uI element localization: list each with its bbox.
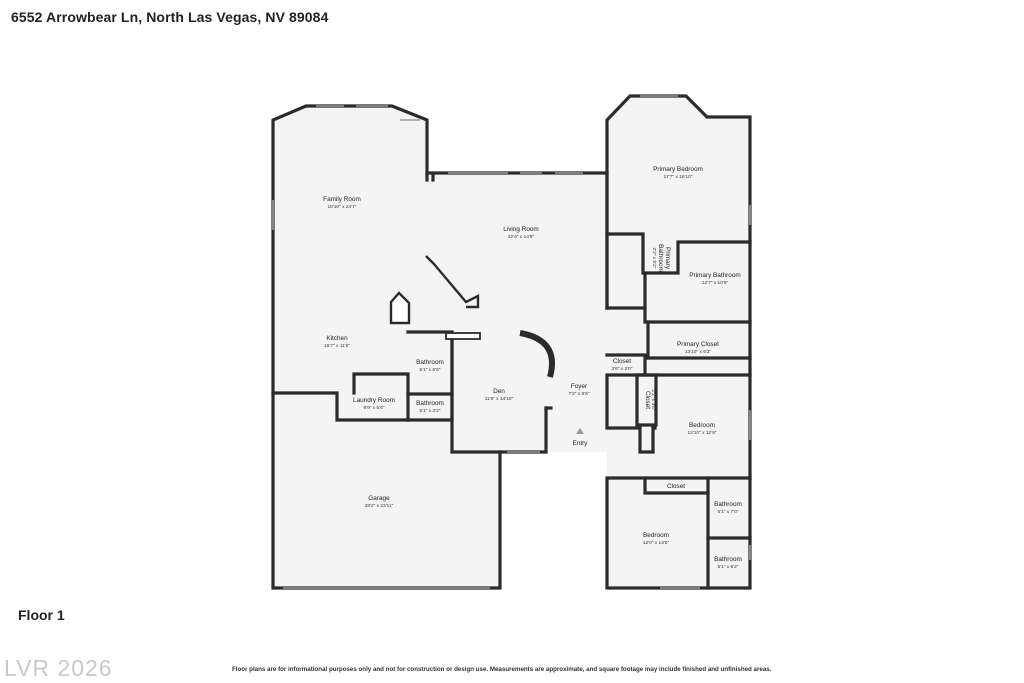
kitchen-label: Kitchen — [326, 335, 348, 342]
den-walls — [450, 336, 548, 454]
bathroom-a-label: Bathroom — [416, 359, 444, 366]
property-address: 6552 Arrowbear Ln, North Las Vegas, NV 8… — [11, 9, 329, 25]
bathroom-a-dims: 5'1" x 6'6" — [420, 367, 441, 373]
garage-north-wall — [271, 391, 410, 422]
den-dims: 11'8" x 14'10" — [485, 396, 514, 402]
living-angled-wall — [425, 255, 480, 309]
laundry-room-dims: 8'9" x 5'6" — [364, 405, 385, 411]
primary-bedroom-label: Primary Bedroom — [653, 166, 703, 173]
family-room-dims: 18'10" x 24'7" — [328, 204, 357, 210]
bathroom-b-label: Bathroom — [416, 400, 444, 407]
kitchen-dims: 16'7" x 11'6" — [324, 343, 350, 349]
primary-bath-inner — [643, 274, 752, 324]
den-curved-wall — [519, 330, 555, 378]
primary-bathroom-label: Primary Bathroom — [689, 272, 741, 279]
bathroom-b-dims: 5'1" x 3'2" — [420, 408, 441, 414]
garage-label: Garage — [368, 495, 390, 502]
primary-bath-walls — [605, 232, 752, 275]
bedroom-b-dims: 12'0" x 13'6" — [643, 540, 670, 546]
living-room-dims: 22'4" x 14'9" — [508, 234, 535, 240]
closet-vertical-name: Closet — [644, 391, 651, 409]
primary-bath-small-label-group: Primary Bathroom 2'2" x 5'2" — [651, 244, 671, 272]
closet-bedroom-label: Closet — [667, 483, 685, 490]
laundry-room-label: Laundry Room — [353, 397, 395, 404]
fireplace-features — [389, 255, 555, 378]
primary-bath-small-dims: 2'2" x 5'2" — [651, 248, 657, 269]
bedroom-a-label: Bedroom — [689, 422, 715, 429]
floor-label: Floor 1 — [18, 607, 65, 623]
room-labels: Family Room 18'10" x 24'7" Living Room 2… — [323, 166, 742, 570]
disclaimer: Floor plans are for informational purpos… — [232, 666, 772, 673]
entry-arrow-icon — [576, 428, 584, 434]
primary-bedroom-dims: 17'7" x 16'10" — [664, 174, 693, 180]
closet-foyer-dims: 3'6" x 2'0" — [612, 366, 633, 372]
family-room-label: Family Room — [323, 196, 361, 203]
den-label: Den — [493, 388, 505, 395]
closet-foyer-label: Closet — [613, 358, 631, 365]
bathroom-c-dims: 5'1" x 7'0" — [718, 509, 739, 515]
bedroom-a-dims: 12'10" x 12'9" — [688, 430, 717, 436]
foyer-label: Foyer — [571, 383, 588, 390]
garage-dims: 28'2" x 23'11" — [365, 503, 394, 509]
primary-bathroom-dims: 12'7" x 10'9" — [702, 280, 729, 286]
primary-closet-label: Primary Closet — [677, 341, 719, 348]
foyer-dims: 7'2" x 8'6" — [569, 391, 590, 397]
bathroom-d-label: Bathroom — [714, 556, 742, 563]
primary-closet-dims: 13'10" x 6'3" — [685, 349, 712, 355]
kitchen-counter-shape — [389, 291, 411, 325]
closet-vertical-walls — [635, 373, 658, 427]
bathroom-d-dims: 5'1" x 6'2" — [718, 564, 739, 570]
east-wing-floor — [607, 96, 750, 588]
bath-vanity — [445, 332, 481, 340]
closet-vertical-dims: 2'2" x 4'5" — [650, 390, 656, 411]
bathroom-c-label: Bathroom — [714, 501, 742, 508]
primary-bath-small-name1: Primary — [664, 247, 671, 270]
bedroom-b-label: Bedroom — [643, 532, 669, 539]
closet-vertical-label-group: Closet 2'2" x 4'5" — [644, 390, 656, 411]
west-wing-floor — [273, 106, 607, 588]
entry-label: Entry — [573, 440, 589, 447]
closet-foyer-walls — [605, 353, 657, 454]
windows — [272, 95, 751, 589]
primary-bath-small-name2: Bathroom — [657, 244, 664, 272]
closet-bedroom-walls — [643, 476, 710, 495]
floor-fills — [273, 96, 750, 588]
living-room-label: Living Room — [503, 226, 539, 233]
watermark: LVR 2026 — [4, 655, 113, 681]
laundry-wall — [352, 372, 410, 422]
east-outer-wall — [605, 94, 752, 590]
